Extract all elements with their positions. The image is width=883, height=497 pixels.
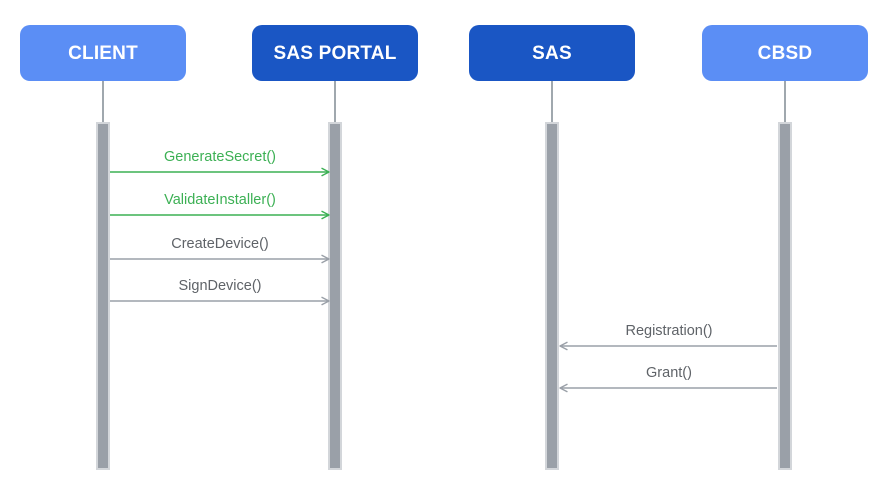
actor-label-cbsd: CBSD [758,43,813,64]
actor-box-client[interactable]: CLIENT [20,25,186,81]
message-label-create-device: CreateDevice() [171,236,269,252]
message-label-generate-secret: GenerateSecret() [164,149,276,165]
messages-layer: GenerateSecret() ValidateInstaller() Creat… [110,149,777,393]
actor-box-shape-cbsd [702,25,868,81]
message-label-registration: Registration() [625,323,712,339]
actor-box-shape-sas [469,25,635,81]
message-arrowhead-generate-secret [321,167,330,177]
activation-bar-client [96,122,110,470]
message-arrowhead-sign-device [321,296,330,306]
actor-box-cbsd[interactable]: CBSD [702,25,868,81]
activation-bar-sas-portal [328,122,342,470]
actor-box-shape-sas-portal [252,25,418,81]
message-sign-device[interactable]: SignDevice() [110,278,330,306]
message-arrowhead-create-device [321,254,330,264]
actor-box-shape-client [20,25,186,81]
message-label-sign-device: SignDevice() [179,278,262,294]
message-arrowhead-validate-installer [321,210,330,220]
actor-label-client: CLIENT [68,43,138,64]
activation-bars-layer [96,122,792,470]
message-arrowhead-grant [559,383,568,393]
message-label-grant: Grant() [646,365,692,381]
actor-label-sas-portal: SAS PORTAL [273,43,396,64]
activation-bar-sas [545,122,559,470]
actor-box-sas-portal[interactable]: SAS PORTAL [252,25,418,81]
actor-label-sas: SAS [532,43,572,64]
activation-bar-cbsd [778,122,792,470]
message-generate-secret[interactable]: GenerateSecret() [110,149,330,177]
message-arrowhead-registration [559,341,568,351]
message-grant[interactable]: Grant() [559,365,777,393]
actor-box-sas[interactable]: SAS [469,25,635,81]
message-create-device[interactable]: CreateDevice() [110,236,330,264]
actor-boxes-layer: CLIENT SAS PORTAL SAS CBSD [20,25,868,81]
lifelines-layer [102,81,786,122]
message-registration[interactable]: Registration() [559,323,777,351]
message-label-validate-installer: ValidateInstaller() [164,192,276,208]
message-validate-installer[interactable]: ValidateInstaller() [110,192,330,220]
